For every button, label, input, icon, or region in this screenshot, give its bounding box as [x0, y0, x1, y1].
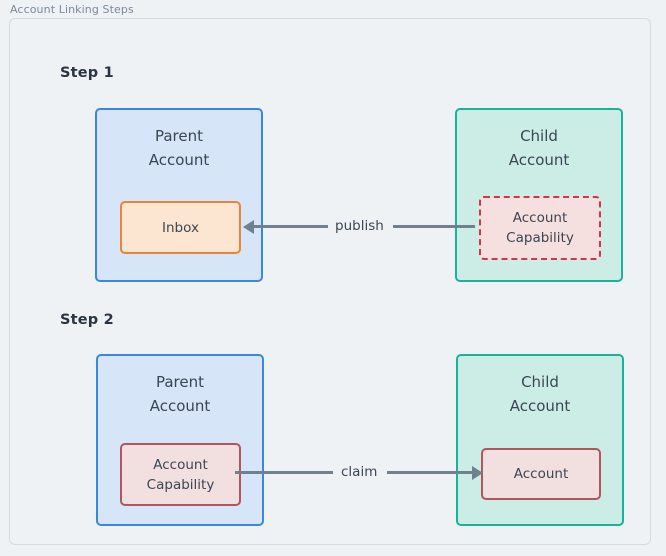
parent-account-label-step1: Parent Account [97, 124, 261, 172]
account-capability-label-line2: Capability [146, 476, 215, 493]
child-account-label-line1: Child [520, 127, 558, 145]
inbox-label: Inbox [162, 219, 199, 236]
claim-arrow-line-right [387, 471, 473, 474]
diagram-frame: Step 1 Parent Account Inbox Child Accoun… [9, 18, 651, 545]
publish-arrow-line-left [254, 225, 328, 228]
account-capability-label-line1: Account [153, 456, 208, 473]
account-capability-box-step2[interactable]: Account Capability [120, 443, 241, 506]
account-capability-label-step1: Account Capability [506, 208, 574, 248]
publish-arrow-head-icon [243, 220, 254, 234]
publish-arrow-line-right [393, 225, 475, 228]
parent-account-label-step2: Parent Account [98, 370, 262, 418]
account-capability-box-step1[interactable]: Account Capability [479, 196, 601, 260]
figure-caption: Account Linking Steps [10, 3, 134, 16]
account-capability-label-line2: Capability [506, 230, 574, 246]
step-1-title: Step 1 [60, 65, 114, 81]
step-2-title: Step 2 [60, 312, 114, 328]
account-resource-box-step2[interactable]: Account [481, 448, 601, 500]
claim-arrow-head-icon [472, 466, 483, 480]
child-account-label-line2: Account [508, 151, 570, 169]
inbox-resource-box[interactable]: Inbox [120, 201, 241, 254]
child-account-label-line1: Child [521, 373, 559, 391]
child-account-label-step1: Child Account [457, 124, 621, 172]
account-capability-label-line1: Account [512, 210, 568, 226]
child-account-label-step2: Child Account [458, 370, 622, 418]
parent-account-label-line1: Parent [154, 127, 204, 145]
parent-account-box-step1[interactable]: Parent Account [95, 108, 263, 282]
parent-account-label-line2: Account [149, 397, 211, 415]
account-capability-label-step2: Account Capability [147, 455, 215, 495]
parent-account-label-line1: Parent [155, 373, 205, 391]
child-account-label-line2: Account [509, 397, 571, 415]
claim-arrow-label: claim [334, 463, 385, 481]
parent-account-label-line2: Account [148, 151, 210, 169]
claim-arrow-line-left [235, 471, 333, 474]
publish-arrow-label: publish [328, 217, 391, 235]
child-account-box-step2[interactable]: Child Account [456, 354, 624, 526]
account-resource-label: Account [513, 466, 569, 482]
